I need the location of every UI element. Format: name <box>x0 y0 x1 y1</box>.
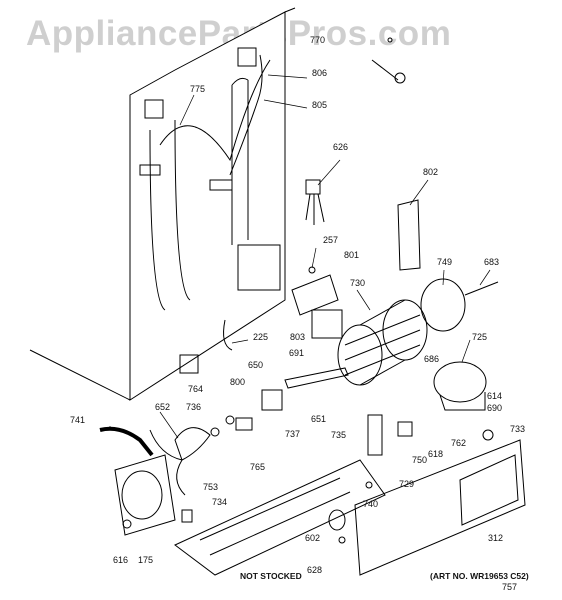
callout-690: 690 <box>487 403 502 413</box>
callout-750: 750 <box>412 455 427 465</box>
callout-652: 652 <box>155 402 170 412</box>
part-614 <box>225 415 235 425</box>
callout-803: 803 <box>290 332 305 342</box>
not-stocked-label: NOT STOCKED <box>240 571 302 581</box>
callout-691: 691 <box>289 348 304 358</box>
callout-628: 628 <box>307 565 322 575</box>
callout-175: 175 <box>138 555 153 565</box>
callout-651: 651 <box>311 414 326 424</box>
callout-806: 806 <box>312 68 327 78</box>
part-651-fan-blade <box>149 427 211 496</box>
callout-312: 312 <box>488 533 503 543</box>
part-730-condenser-coil <box>337 299 428 386</box>
part-616-cover <box>354 439 526 576</box>
callout-686: 686 <box>424 354 439 364</box>
callout-626: 626 <box>333 142 348 152</box>
part-312 <box>328 509 346 531</box>
part-691-bracket <box>284 367 349 389</box>
callout-683: 683 <box>484 257 499 267</box>
callout-764: 764 <box>188 384 203 394</box>
part-683-wire <box>464 281 499 296</box>
callout-765: 765 <box>250 462 265 472</box>
part-734 <box>367 414 383 456</box>
part-225-tube <box>223 319 233 351</box>
part-762-tube <box>99 426 154 457</box>
callout-775: 775 <box>190 84 205 94</box>
art-number-label: (ART NO. WR19653 C52) <box>430 571 529 581</box>
callout-753: 753 <box>203 482 218 492</box>
part-618 <box>235 417 253 431</box>
callout-734: 734 <box>212 497 227 507</box>
callout-749: 749 <box>437 257 452 267</box>
callout-650: 650 <box>248 360 263 370</box>
part-729 <box>181 509 193 523</box>
callout-770: 770 <box>310 35 325 45</box>
cabinet-back-panel <box>29 7 296 401</box>
part-750 <box>482 429 494 441</box>
base-pan <box>174 459 386 576</box>
fan-shroud <box>114 454 176 536</box>
callout-737: 737 <box>285 429 300 439</box>
callout-802: 802 <box>423 167 438 177</box>
callout-800: 800 <box>230 377 245 387</box>
callout-730: 730 <box>350 278 365 288</box>
part-735 <box>397 421 413 437</box>
part-626-relay <box>305 179 321 195</box>
callout-257: 257 <box>323 235 338 245</box>
callout-801: 801 <box>344 250 359 260</box>
part-803-plate <box>311 309 343 339</box>
part-175 <box>122 519 132 529</box>
callout-729: 729 <box>399 479 414 489</box>
callout-614: 614 <box>487 391 502 401</box>
wire-harness <box>229 54 263 176</box>
callout-741: 741 <box>70 415 85 425</box>
part-652 <box>210 427 220 437</box>
callout-616: 616 <box>113 555 128 565</box>
callout-805: 805 <box>312 100 327 110</box>
part-725-compressor <box>433 361 487 411</box>
callout-225: 225 <box>253 332 268 342</box>
part-650-fan-motor <box>261 389 283 411</box>
part-602 <box>365 481 373 489</box>
callout-762: 762 <box>451 438 466 448</box>
part-801-board <box>291 274 339 316</box>
part-757 <box>338 536 346 544</box>
part-749-disc <box>420 278 466 332</box>
callout-733: 733 <box>510 424 525 434</box>
callout-735: 735 <box>331 430 346 440</box>
part-770-screw <box>371 37 406 84</box>
callout-labels: 770 806 805 775 626 802 257 801 749 683 730 225 803 7… <box>70 35 525 592</box>
callout-618: 618 <box>428 449 443 459</box>
callout-740: 740 <box>363 499 378 509</box>
callout-757: 757 <box>502 582 517 592</box>
callout-725: 725 <box>472 332 487 342</box>
part-800 <box>179 354 199 374</box>
callout-602: 602 <box>305 533 320 543</box>
part-802-harness <box>397 199 421 271</box>
callout-736: 736 <box>186 402 201 412</box>
